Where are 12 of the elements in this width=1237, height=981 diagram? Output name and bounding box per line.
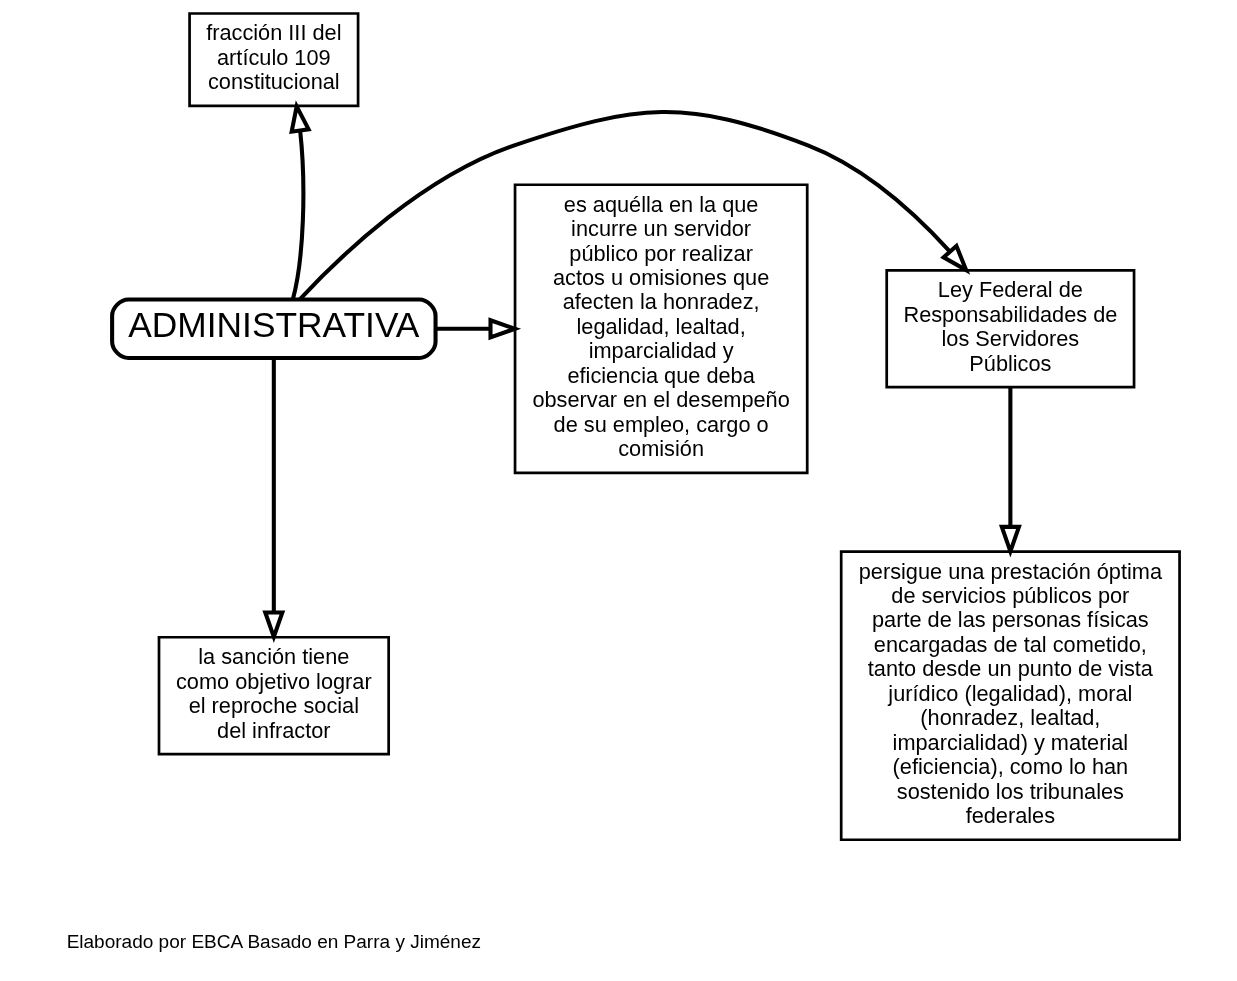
arrow [288, 100, 312, 300]
arrow [435, 317, 521, 341]
node-box: es aquélla en la que incurre un servidor público por realizar actos u omisiones que afecten la honradez, legalidad, lealtad, imparcialidad y eficiencia que deba observar en el desempeño de su empleo, cargo o comisión [513, 183, 809, 475]
node-box: la sanción tiene como objetivo lograr el reproche social del infractor [157, 635, 390, 756]
arrow [297, 110, 970, 301]
label: Elaborado por EBCA Basado en Parra y Jiménez [66, 931, 481, 953]
node-box: fracción III del artículo 109 constitucional [187, 12, 359, 108]
arrow [261, 358, 285, 644]
node-box: Ley Federal de Responsabilidades de los Servidores Públicos [884, 269, 1135, 389]
node-box: ADMINISTRATIVA [109, 297, 438, 361]
node-box: persigue una prestación óptima de servicios públicos por parte de las personas físicas encargadas de tal cometido, tanto desde un punto de vista jurídico (legalidad), moral (honradez, lealtad, imparcialidad) y material (eficiencia), como lo han sostenido los tribunales federales [839, 550, 1181, 842]
arrow [998, 387, 1022, 558]
